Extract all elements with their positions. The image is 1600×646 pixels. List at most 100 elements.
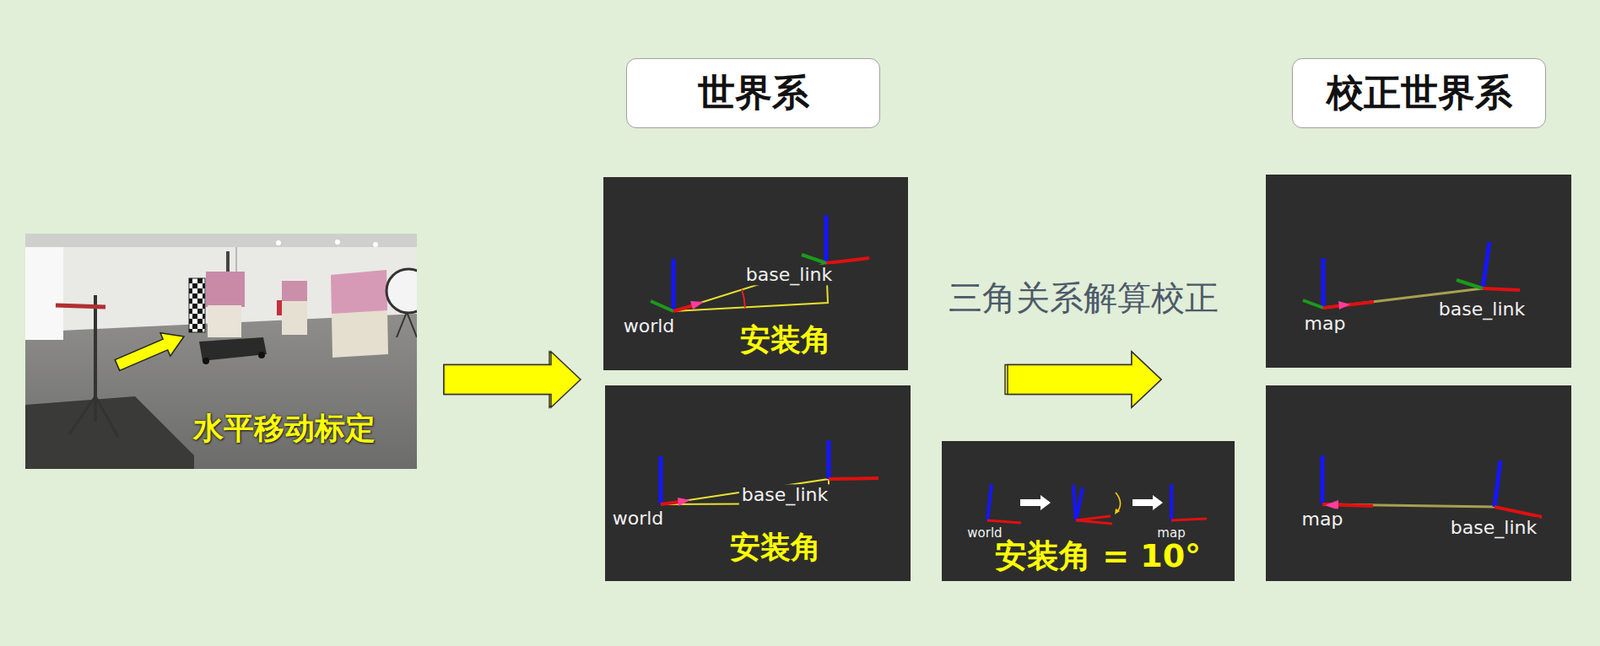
- frame-label: base_link: [743, 264, 835, 286]
- frame-sketch: [660, 440, 879, 507]
- angle-label: 安装角 = 10°: [994, 538, 1201, 576]
- ceiling: [25, 233, 417, 248]
- z-axis: [1482, 242, 1490, 289]
- frame-label: map: [1299, 508, 1346, 530]
- z-axis: [987, 484, 992, 521]
- platform: [25, 396, 195, 470]
- rotation-sketch: [987, 484, 1207, 525]
- y-axis: [801, 254, 827, 264]
- link-arrow: [690, 301, 704, 310]
- block-arrow: [1005, 351, 1162, 408]
- window: [25, 247, 64, 341]
- x-axis: [1482, 288, 1520, 291]
- x-axis: [1494, 507, 1542, 518]
- step-arrow: [1132, 495, 1163, 511]
- z-axis: [1320, 455, 1325, 505]
- link-arrow: [677, 497, 691, 507]
- y-axis: [650, 301, 674, 312]
- x-axis: [828, 478, 879, 480]
- lab-photo: [25, 233, 417, 470]
- wall-edge: [235, 247, 238, 317]
- x-axis: [826, 258, 870, 264]
- z-axis: [1494, 460, 1501, 508]
- x-axis: [987, 520, 1022, 524]
- x-axis: [1322, 504, 1373, 507]
- triangle: [673, 263, 828, 312]
- block-arrow: [443, 351, 581, 408]
- angle-arc: [740, 492, 741, 504]
- z-axis: [671, 259, 676, 312]
- rotation-view: worldmap安装角 = 10°: [941, 441, 1235, 582]
- floor: [25, 233, 417, 470]
- rotate-arrow-head: [1114, 508, 1120, 515]
- block-arrow: [1007, 351, 1162, 408]
- x-axis: [1075, 520, 1113, 525]
- y-axis: [1302, 300, 1324, 309]
- link-line: [1322, 504, 1495, 508]
- z-axis: [1169, 484, 1173, 521]
- foam-board: [330, 270, 389, 358]
- frame-sketch: [1302, 242, 1520, 310]
- wall: [25, 233, 417, 333]
- z-axis: [824, 215, 829, 264]
- cart-mast: [226, 251, 230, 277]
- x-axis: [1323, 302, 1374, 309]
- z-axis: [1321, 258, 1326, 309]
- stand-leg: [95, 396, 119, 438]
- frame-label: base_link: [1436, 298, 1528, 320]
- rotate-arrow: [1115, 492, 1121, 513]
- cart-base: [199, 337, 267, 362]
- link-line: [1323, 288, 1483, 309]
- triangle: [660, 479, 829, 505]
- red-object: [276, 300, 286, 316]
- frame-sketch: [650, 215, 870, 312]
- stand-pole: [93, 295, 98, 422]
- ceiling-light: [275, 240, 282, 246]
- frame-view: worldbase_link安装角: [603, 177, 909, 371]
- title-text: 世界系: [697, 71, 810, 115]
- foam-box: [281, 301, 308, 336]
- step-arrow: [1020, 495, 1051, 511]
- ceiling-light: [335, 239, 341, 245]
- ring-target: [386, 269, 417, 314]
- frame-label: base_link: [1448, 517, 1540, 539]
- move-arrow: [114, 333, 184, 372]
- column-title: 世界系: [626, 58, 881, 129]
- photo-panel: 水平移动标定: [25, 233, 417, 470]
- z-axis: [1075, 487, 1083, 521]
- x-axis: [673, 305, 694, 312]
- frame-view: world base_link 安装角: [605, 385, 911, 582]
- angle-arc: [741, 289, 746, 308]
- sensor-rig: [55, 305, 106, 308]
- cart-box: [207, 305, 242, 338]
- ring-stand: [406, 312, 417, 338]
- frame-view: map base_link: [1265, 174, 1572, 368]
- checkerboard: [189, 278, 206, 333]
- z-axis: [827, 440, 832, 480]
- angle-label: 安装角: [729, 529, 822, 565]
- link-arrow: [1324, 500, 1339, 511]
- x-axis: [1171, 518, 1207, 521]
- wheel: [258, 351, 265, 359]
- foam-board: [330, 270, 388, 314]
- x-axis: [660, 502, 681, 505]
- z-axis: [659, 456, 664, 505]
- z-axis: [1073, 485, 1076, 521]
- stand-leg: [69, 396, 96, 435]
- column-title: 校正世界系: [1291, 58, 1546, 129]
- frame-label: base_link: [739, 484, 831, 506]
- angle-label: 安装角: [740, 322, 832, 357]
- frame-label: map: [1302, 313, 1349, 335]
- frame-sketch: [1322, 455, 1542, 518]
- ceiling-light: [372, 242, 379, 248]
- ring-stand: [396, 312, 407, 338]
- photo-caption: 水平移动标定: [193, 410, 376, 446]
- wheel: [202, 357, 210, 365]
- frame-label: world: [610, 508, 667, 530]
- edge-label: 三角关系解算校正: [948, 278, 1219, 318]
- frame-view: map base_link: [1265, 385, 1572, 582]
- title-text: 校正世界系: [1326, 71, 1513, 115]
- y-axis: [1456, 280, 1483, 289]
- link-arrow: [1338, 301, 1351, 310]
